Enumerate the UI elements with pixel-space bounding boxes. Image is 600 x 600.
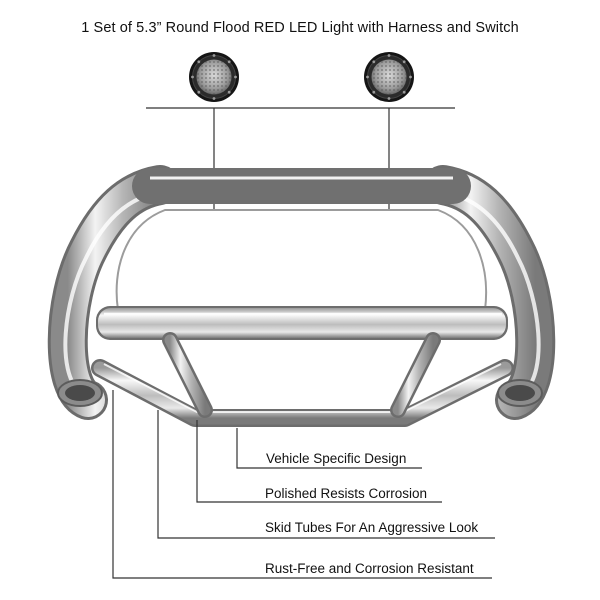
- feature-skid-tubes: Skid Tubes For An Aggressive Look: [265, 520, 479, 535]
- feature-rust-free: Rust-Free and Corrosion Resistant: [265, 561, 474, 576]
- left-flood-light-icon: [189, 52, 239, 102]
- feature-vehicle-specific: Vehicle Specific Design: [266, 451, 407, 466]
- right-flood-light-icon: [364, 52, 414, 102]
- feature-polished-resists: Polished Resists Corrosion: [265, 486, 428, 501]
- callout-leader-lines: [112, 390, 495, 579]
- bull-bar-icon: [47, 165, 556, 427]
- product-title: 1 Set of 5.3” Round Flood RED LED Light …: [81, 20, 519, 36]
